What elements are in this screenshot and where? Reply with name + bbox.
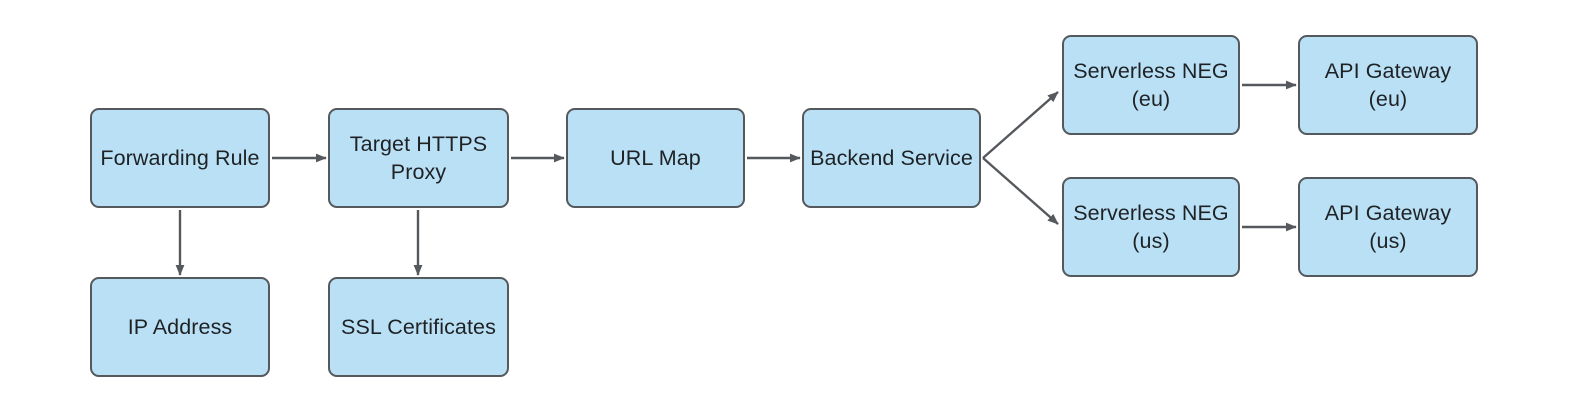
node-ip-address[interactable]: IP Address <box>90 277 270 377</box>
node-forwarding-rule[interactable]: Forwarding Rule <box>90 108 270 208</box>
edge-backend-service-to-serverless-neg-eu <box>982 91 1059 159</box>
node-target-https-proxy[interactable]: Target HTTPS Proxy <box>328 108 509 208</box>
node-api-gateway-us[interactable]: API Gateway (us) <box>1298 177 1478 277</box>
node-url-map[interactable]: URL Map <box>566 108 745 208</box>
node-api-gateway-eu[interactable]: API Gateway (eu) <box>1298 35 1478 135</box>
node-ssl-certificates[interactable]: SSL Certificates <box>328 277 509 377</box>
node-serverless-neg-eu[interactable]: Serverless NEG (eu) <box>1062 35 1240 135</box>
node-backend-service[interactable]: Backend Service <box>802 108 981 208</box>
node-serverless-neg-us[interactable]: Serverless NEG (us) <box>1062 177 1240 277</box>
edge-backend-service-to-serverless-neg-us <box>982 157 1059 225</box>
